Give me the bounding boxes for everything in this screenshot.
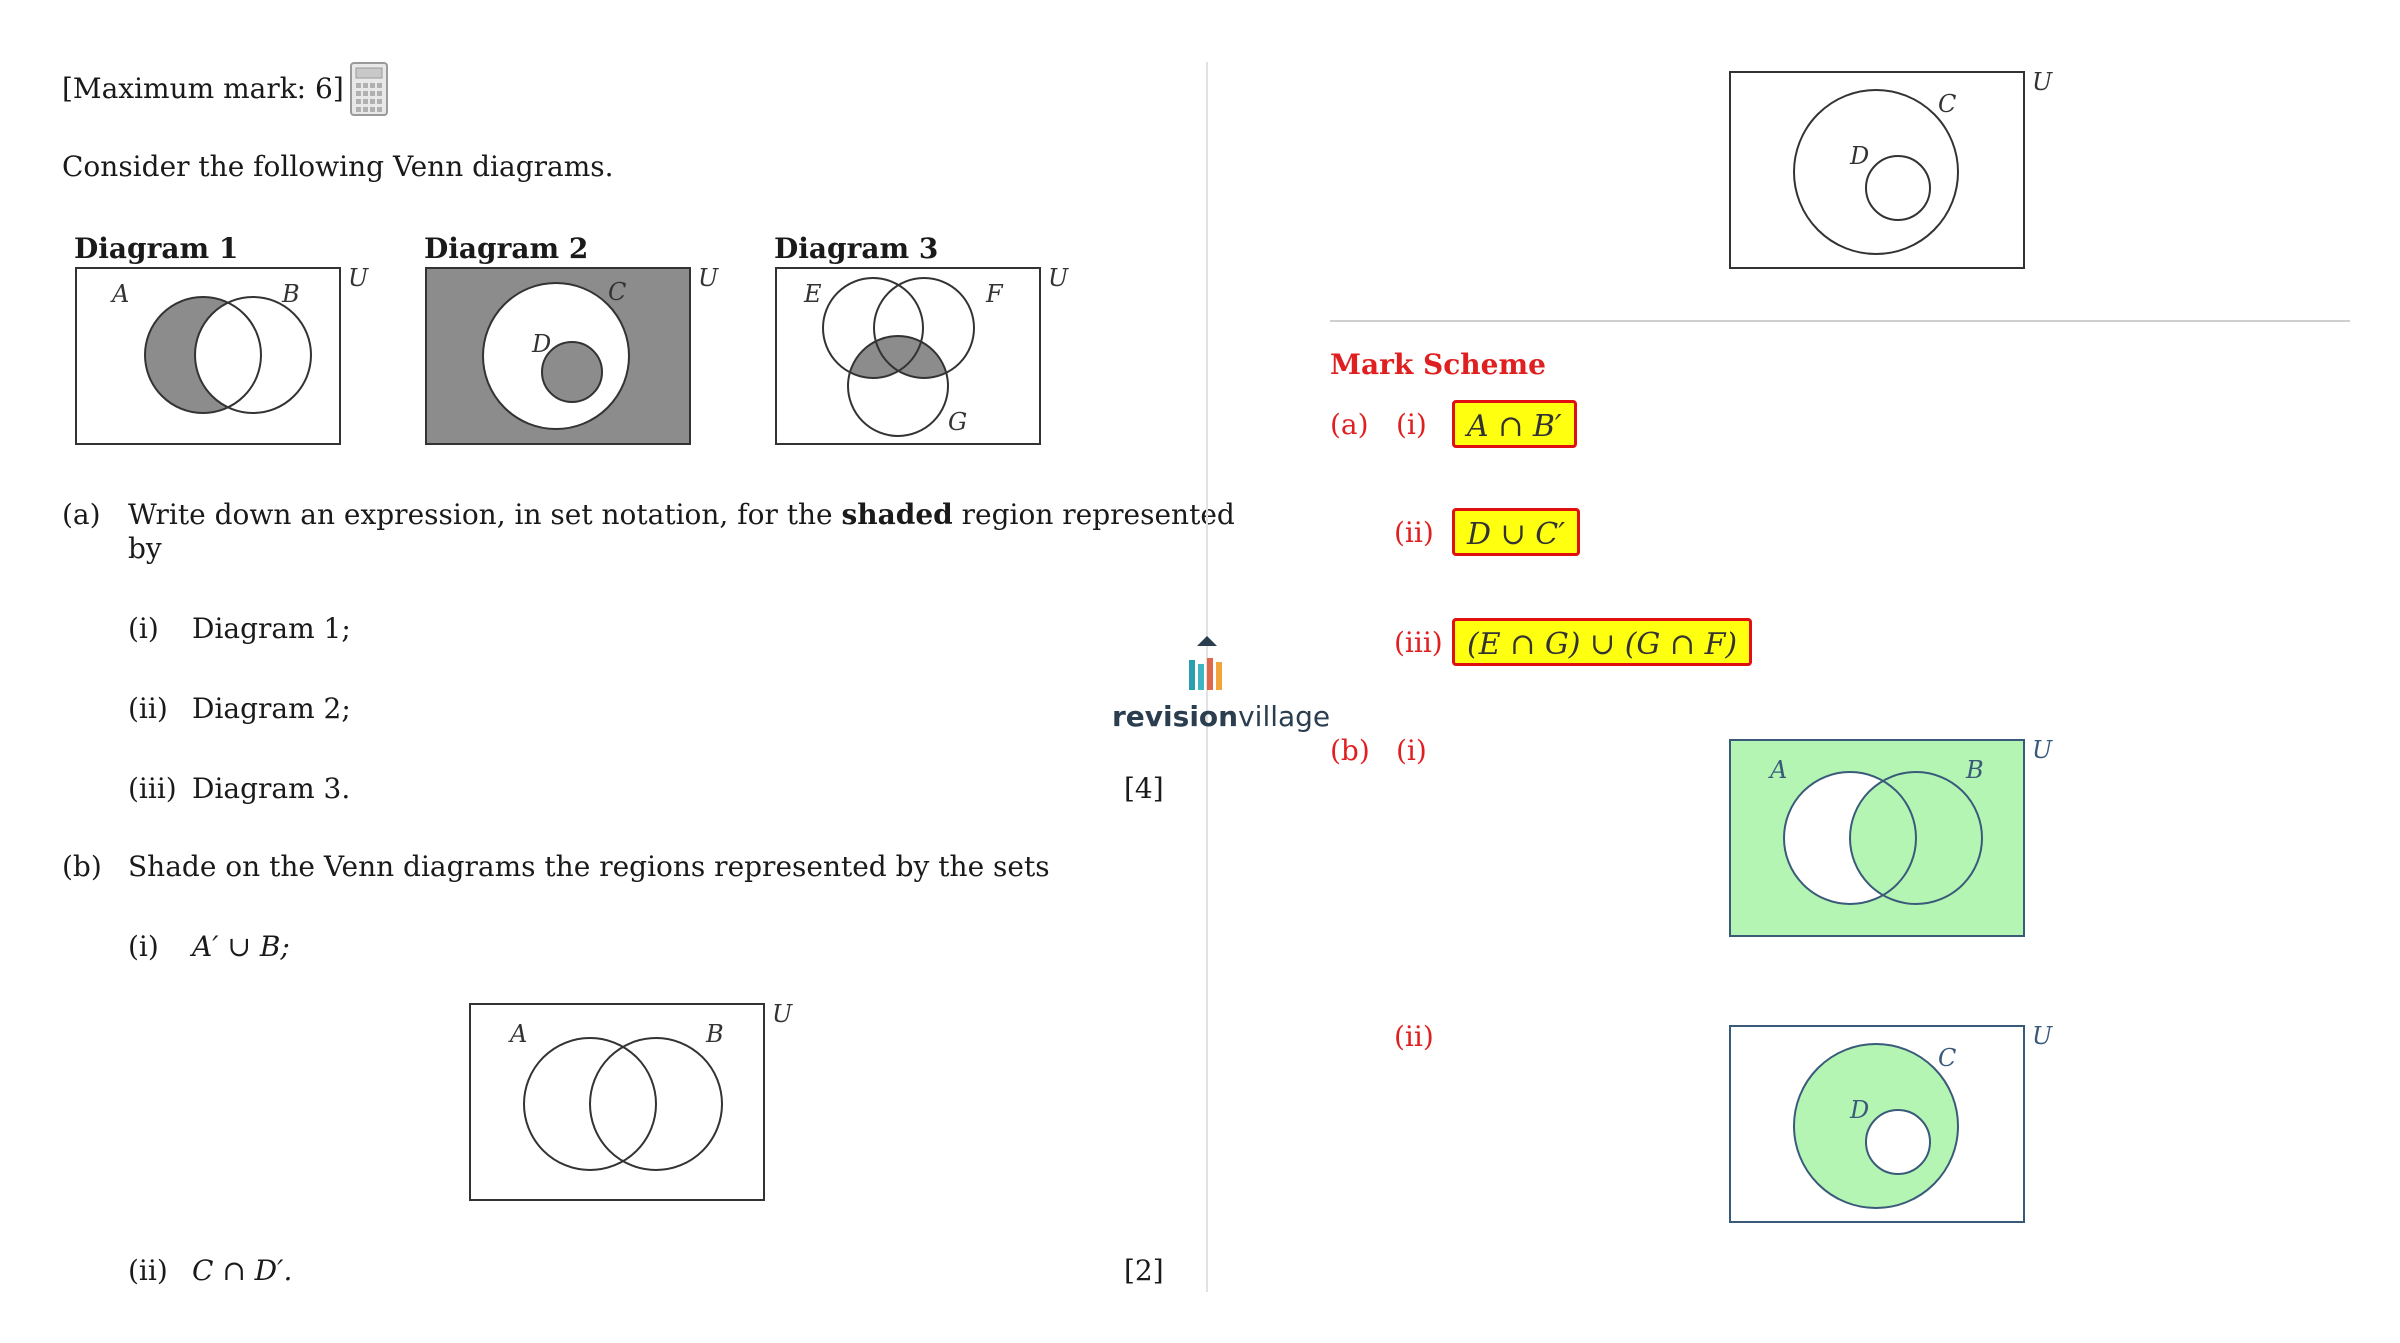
mark-scheme-title: Mark Scheme (1330, 348, 1546, 381)
ms-answer-box: A ∩ B′ (1452, 400, 1577, 448)
universal-set-label: U (2032, 1022, 2053, 1050)
part-a-question: Write down an expression, in set notatio… (128, 498, 1235, 531)
set-d-label: D (1849, 1096, 1869, 1124)
venn-diagram-2: C D U (425, 264, 719, 445)
set-d-label: D (1849, 142, 1869, 170)
logo-icon (1189, 636, 1222, 690)
set-a-label: A (1768, 756, 1787, 784)
universal-set-label: U (2032, 68, 2053, 96)
set-b-label: B (705, 1020, 724, 1048)
part-b-question: Shade on the Venn diagrams the regions r… (128, 850, 1050, 883)
universal-set-label: U (2032, 736, 2053, 764)
part-a-question-line2: by (128, 532, 162, 565)
part-b-label: (b) (62, 850, 102, 883)
part-a-item-num: (iii) (128, 772, 177, 805)
set-c-label: C (1938, 90, 1956, 118)
answer-venn-b-i: A B U (1729, 736, 2053, 937)
revision-village-logo[interactable]: revisionvillage (1112, 636, 1330, 733)
set-e-label: E (803, 280, 822, 308)
ms-part-b-label: (b) (1330, 734, 1370, 767)
ms-answer-box: D ∪ C′ (1452, 508, 1581, 556)
part-a-item-text: Diagram 1; (192, 612, 351, 645)
blank-venn-ab: A B U (469, 1000, 793, 1201)
diagram-1-title: Diagram 1 (74, 232, 239, 265)
diagram-3-title: Diagram 3 (774, 232, 939, 265)
part-a-marks: [4] (1124, 772, 1164, 805)
intro-text: Consider the following Venn diagrams. (62, 150, 614, 183)
set-a-label: A (110, 280, 129, 308)
set-g-label: G (948, 408, 967, 436)
venn-diagram-1: A B U (75, 264, 369, 445)
set-b-label: B (1965, 756, 1984, 784)
ms-part-a-label: (a) (1330, 408, 1369, 441)
set-a-label: A (508, 1020, 527, 1048)
ms-b-item-num: (ii) (1394, 1020, 1434, 1053)
set-b-label: B (281, 280, 300, 308)
venn-diagram-3: E F G U (775, 264, 1069, 445)
section-divider (1330, 320, 2350, 322)
part-a-item-text: Diagram 2; (192, 692, 351, 725)
part-b-item-text: C ∩ D′. (192, 1254, 293, 1287)
venn-diagram-cd: C D U (1729, 68, 2053, 269)
set-f-label: F (985, 280, 1004, 308)
max-mark: [Maximum mark: 6] (62, 72, 344, 105)
calculator-icon (350, 62, 388, 120)
universal-set-label: U (772, 1000, 793, 1028)
ms-answer-num: (iii) (1394, 626, 1443, 659)
part-a-item-num: (i) (128, 612, 159, 645)
ms-answer-box: (E ∩ G) ∪ (G ∩ F) (1452, 618, 1753, 666)
set-d-label: D (531, 330, 551, 358)
diagram-2-title: Diagram 2 (424, 232, 589, 265)
ms-b-item-num: (i) (1396, 734, 1427, 767)
part-a-item-text: Diagram 3. (192, 772, 351, 805)
set-c-label: C (608, 278, 626, 306)
part-b-item-num: (ii) (128, 1254, 168, 1287)
ms-answer-num: (i) (1396, 408, 1427, 441)
part-b-marks: [2] (1124, 1254, 1164, 1287)
universal-set-label: U (348, 264, 369, 292)
set-c-label: C (1938, 1044, 1956, 1072)
part-b-item-text: A′ ∪ B; (192, 930, 290, 963)
ms-answer-num: (ii) (1394, 516, 1434, 549)
part-a-item-num: (ii) (128, 692, 168, 725)
part-b-item-num: (i) (128, 930, 159, 963)
part-a-label: (a) (62, 498, 101, 531)
universal-set-label: U (1048, 264, 1069, 292)
answer-venn-b-ii: C D U (1729, 1022, 2053, 1223)
universal-set-label: U (698, 264, 719, 292)
